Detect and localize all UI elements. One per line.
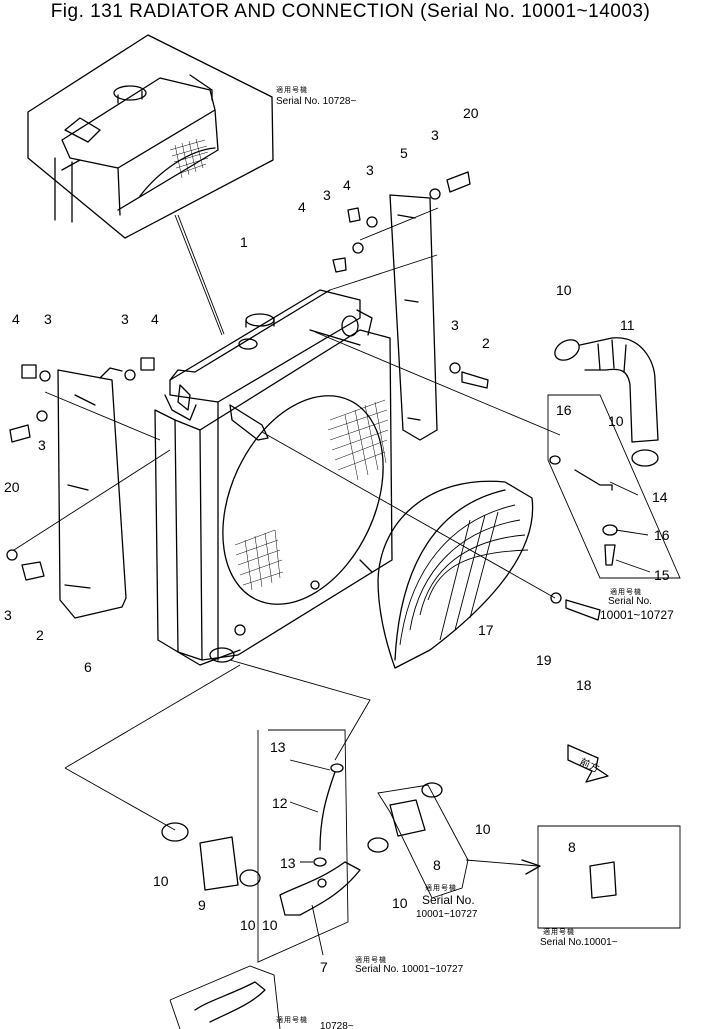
note-top-serial: Serial No. 10728~	[276, 96, 356, 107]
note-pipe-label: Serial No.	[608, 596, 652, 607]
callout-3: 3	[366, 162, 374, 178]
note-bottom-jp: 適用号機	[276, 1015, 308, 1024]
radiator-body	[154, 289, 393, 666]
callout-9: 9	[198, 897, 206, 913]
callout-3: 3	[121, 311, 129, 327]
note-lower-jp: 適用号機	[355, 955, 387, 964]
callout-3: 3	[4, 607, 12, 623]
note-box8-serial: Serial No.10001~	[540, 937, 618, 948]
serial-notes: 適用号機 Serial No. 10728~ 適用号機 Serial No. 1…	[276, 85, 674, 1029]
callout-3: 3	[38, 437, 46, 453]
callout-14: 14	[652, 489, 668, 505]
note-box8-jp: 適用号機	[543, 927, 575, 936]
note-hose-jp: 適用号機	[425, 883, 457, 892]
callout-19: 19	[536, 652, 552, 668]
note-hose-range: 10001~10727	[416, 909, 478, 920]
callout-16: 16	[654, 527, 670, 543]
callout-4: 4	[151, 311, 159, 327]
callout-3: 3	[323, 187, 331, 203]
callout-7: 7	[320, 959, 328, 975]
note-hose-label: Serial No.	[422, 893, 475, 907]
side-plate-left	[13, 367, 171, 619]
note-lower-serial: Serial No. 10001~10727	[355, 964, 464, 975]
callout-4: 4	[12, 311, 20, 327]
callout-13: 13	[270, 739, 286, 755]
callout-10: 10	[475, 821, 491, 837]
fasteners	[6, 171, 601, 621]
callout-3: 3	[451, 317, 459, 333]
callout-18: 18	[576, 677, 592, 693]
callout-8: 8	[568, 839, 576, 855]
note-pipe-jp: 適用号機	[610, 587, 642, 596]
callout-15: 15	[654, 567, 670, 583]
callout-10: 10	[392, 895, 408, 911]
callout-20: 20	[4, 479, 20, 495]
callout-11: 11	[620, 317, 635, 333]
callout-10: 10	[608, 413, 624, 429]
callout-10: 10	[240, 917, 256, 933]
callout-10: 10	[556, 282, 572, 298]
callout-5: 5	[400, 145, 408, 161]
note-pipe-range: 10001~10727	[600, 608, 674, 622]
callout-4: 4	[343, 177, 351, 193]
lower-hose-group	[64, 659, 681, 1029]
callout-labels: 1 2 2 3 3 3 3 3 3 3 3 4 4 4 4 5 6 7 8 8 …	[4, 105, 670, 975]
top-inset-view	[27, 34, 274, 336]
figure-title: Fig. 131 RADIATOR AND CONNECTION (Serial…	[50, 1, 651, 22]
callout-10: 10	[262, 917, 278, 933]
callout-6: 6	[84, 659, 92, 675]
callout-2: 2	[482, 335, 490, 351]
note-top-jp: 適用号機	[276, 85, 308, 94]
callout-20: 20	[463, 105, 479, 121]
callout-4: 4	[298, 199, 306, 215]
callout-3: 3	[431, 127, 439, 143]
note-bottom-serial: 10728~	[320, 1021, 354, 1029]
callout-2: 2	[36, 627, 44, 643]
callout-1: 1	[240, 234, 248, 250]
callout-10: 10	[153, 873, 169, 889]
callout-8: 8	[433, 857, 441, 873]
callout-3: 3	[44, 311, 52, 327]
callout-12: 12	[272, 795, 288, 811]
upper-hose-group	[547, 337, 681, 579]
callout-17: 17	[478, 622, 494, 638]
callout-16: 16	[556, 402, 572, 418]
callout-13: 13	[280, 855, 296, 871]
side-plate-right	[314, 194, 561, 441]
fan-guard	[261, 431, 556, 669]
